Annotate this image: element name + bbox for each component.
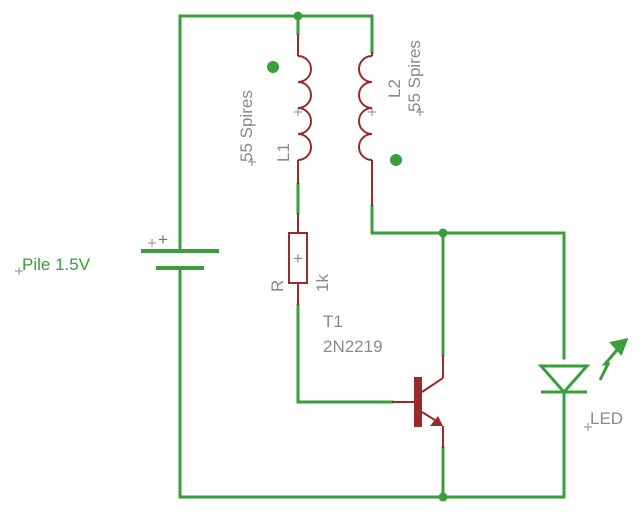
l2-coil	[358, 55, 373, 161]
wires	[178, 14, 566, 499]
led-light-arrows	[598, 337, 629, 381]
junction-collector	[438, 228, 448, 238]
wire-r-base	[296, 303, 394, 404]
junction-top	[293, 11, 303, 21]
l1-value-origin	[248, 158, 256, 166]
resistor-name: R	[268, 280, 287, 292]
led-label: LED	[590, 409, 623, 428]
l1-coil	[297, 55, 312, 161]
l1-value: 55 Spires	[237, 90, 256, 162]
transistor-base-bar	[414, 377, 422, 427]
resistor: +	[288, 213, 308, 305]
wire-l2-collector	[370, 204, 566, 235]
led-label-origin	[584, 423, 592, 431]
inductor-l1	[294, 34, 312, 184]
transistor-value: 2N2219	[323, 337, 383, 356]
junction-bottom	[438, 492, 448, 502]
battery-label: Pile 1.5V	[22, 255, 91, 274]
inductor-l2	[358, 52, 376, 206]
l2-value: 55 Spires	[405, 40, 424, 112]
transistor-emitter-arrow	[430, 416, 443, 426]
battery-origin-mark	[148, 239, 156, 247]
junctions	[293, 11, 448, 502]
l1-name: L1	[274, 143, 293, 162]
transistor	[392, 355, 444, 448]
l2-name: L2	[385, 79, 404, 98]
resistor-value: 1k	[313, 274, 332, 292]
led-triangle	[537, 364, 591, 395]
l2-phase-dot	[390, 154, 402, 166]
transistor-collector	[421, 377, 444, 393]
battery: +	[141, 223, 219, 274]
l1-phase-dot	[267, 61, 279, 73]
battery-label-origin	[15, 267, 23, 275]
battery-polarity: +	[158, 230, 168, 249]
resistor-symbol: +	[293, 249, 303, 268]
transistor-name: T1	[323, 312, 343, 331]
l2-value-origin	[416, 108, 424, 116]
led	[537, 337, 629, 395]
